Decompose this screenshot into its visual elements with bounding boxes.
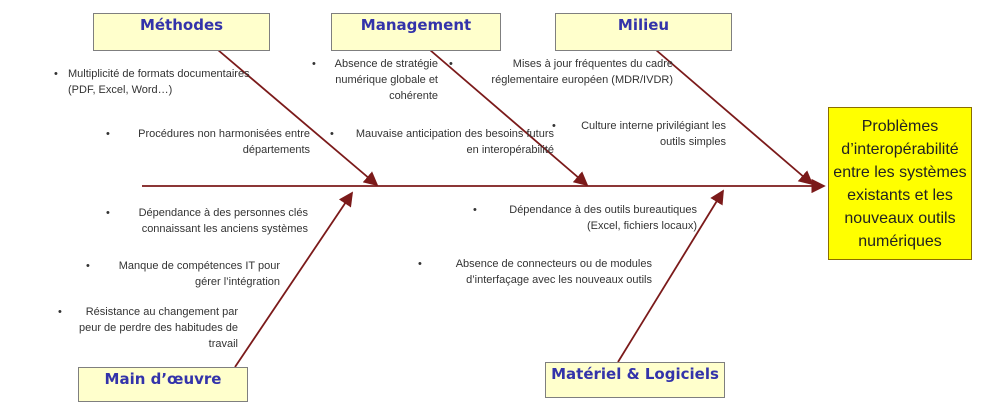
cause-item: •Mauvaise anticipation des besoins futur… [330,128,554,156]
category-methodes: Méthodes [93,13,270,51]
category-main-oeuvre: Main d’œuvre [78,367,248,402]
cause-item: •Culture interne privilégiant les outils… [552,120,726,148]
cause-item: •Dépendance à des outils bureautiques (E… [473,204,697,232]
cause-item: •Absence de stratégie numérique globale … [312,58,438,102]
cause-item: •Multiplicité de formats documentaires (… [54,68,250,96]
methodes-bone [217,49,379,187]
main-oeuvre-bone [234,191,354,368]
milieu-bone [655,49,814,186]
cause-item: •Dépendance à des personnes clés connais… [106,207,308,235]
category-management: Management [331,13,501,51]
category-milieu: Milieu [555,13,732,51]
effect-box: Problèmes d’interopérabilité entre les s… [828,107,972,260]
cause-item: •Mises à jour fréquentes du cadre réglem… [449,58,673,86]
cause-item: •Résistance au changement par peur de pe… [58,306,238,350]
materiel-bone [617,189,724,363]
category-materiel: Matériel & Logiciels [545,362,725,398]
management-bone [429,49,589,187]
cause-item: •Procédures non harmonisées entre départ… [106,128,310,156]
cause-item: •Absence de connecteurs ou de modules d’… [418,258,652,286]
cause-item: •Manque de compétences IT pour gérer l’i… [86,260,280,288]
